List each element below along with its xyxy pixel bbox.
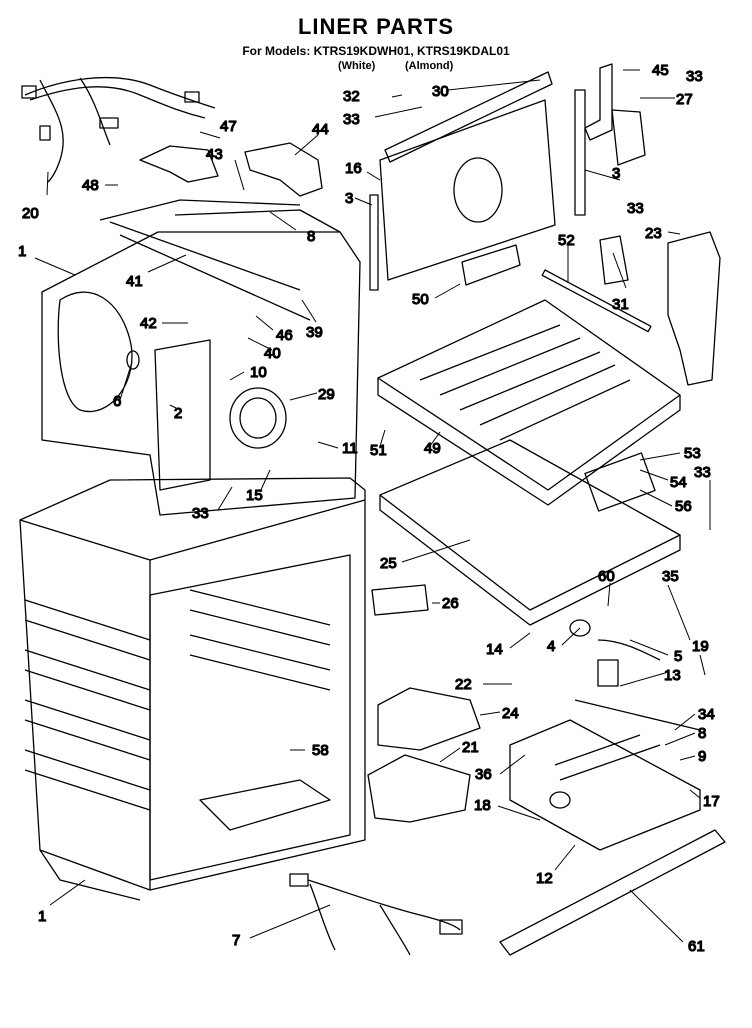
callout-39: 39 <box>306 324 323 341</box>
callout-7: 7 <box>232 932 240 949</box>
rail-61 <box>499 829 726 956</box>
callout-21: 21 <box>462 739 479 756</box>
lower-shelf <box>379 439 681 626</box>
wire-harness-lower <box>289 873 463 956</box>
wire-harness-upper <box>21 76 216 183</box>
callout-25: 25 <box>380 555 397 572</box>
callout-56: 56 <box>675 498 692 515</box>
tray-21 <box>367 754 471 823</box>
callout-27: 27 <box>676 91 693 108</box>
callout-49: 49 <box>424 440 441 457</box>
callout-8: 8 <box>698 725 706 742</box>
callout-4: 4 <box>547 638 555 655</box>
callout-3: 3 <box>345 190 353 207</box>
callout-58: 58 <box>312 742 329 759</box>
dispenser-assembly <box>509 619 701 851</box>
callout-52: 52 <box>558 232 575 249</box>
callout-33: 33 <box>192 505 209 522</box>
callout-2: 2 <box>174 405 182 422</box>
callout-3: 3 <box>612 165 620 182</box>
variant-white: (White) <box>338 60 376 72</box>
upper-liner-housing <box>41 199 361 516</box>
callout-47: 47 <box>220 118 237 135</box>
part-47-panel <box>139 145 219 183</box>
callout-50: 50 <box>412 291 429 308</box>
callout-15: 15 <box>246 487 263 504</box>
callout-51: 51 <box>370 442 387 459</box>
callout-34: 34 <box>698 706 715 723</box>
callout-46: 46 <box>276 327 293 344</box>
part-50 <box>461 244 521 286</box>
model-numbers: For Models: KTRS19KDWH01, KTRS19KDAL01 <box>242 44 510 58</box>
callout-10: 10 <box>250 364 267 381</box>
callout-24: 24 <box>502 705 519 722</box>
callout-11: 11 <box>342 440 358 457</box>
callout-33: 33 <box>694 464 711 481</box>
callout-33: 33 <box>627 200 644 217</box>
part-44-panel <box>244 142 323 197</box>
callout-18: 18 <box>474 797 491 814</box>
callout-61: 61 <box>688 938 705 955</box>
callout-26: 26 <box>442 595 459 612</box>
callout-30: 30 <box>432 83 449 100</box>
callout-31: 31 <box>612 296 629 313</box>
tray-24 <box>377 687 481 751</box>
callout-labels: 45 33 32 30 27 33 47 44 43 16 3 3 33 48 … <box>17 61 720 955</box>
bracket-27 <box>574 63 646 216</box>
callout-1: 1 <box>38 908 46 925</box>
callout-9: 9 <box>698 748 706 765</box>
crisper-pan <box>377 299 681 506</box>
diagram-title: LINER PARTS <box>297 14 455 39</box>
callout-32: 32 <box>343 88 360 105</box>
callout-54: 54 <box>670 474 687 491</box>
part-31 <box>599 235 629 285</box>
fresh-food-liner <box>19 477 366 901</box>
callout-41: 41 <box>126 273 143 290</box>
callout-19: 19 <box>692 638 709 655</box>
callout-17: 17 <box>703 793 720 810</box>
callout-44: 44 <box>312 121 329 138</box>
callout-35: 35 <box>662 568 679 585</box>
callout-1: 1 <box>18 243 26 260</box>
callout-45: 45 <box>652 62 669 79</box>
callout-42: 42 <box>140 315 157 332</box>
leader-lines <box>34 69 711 943</box>
rod-52 <box>541 269 652 333</box>
callout-40: 40 <box>264 345 281 362</box>
air-duct <box>667 231 721 386</box>
callout-29: 29 <box>318 386 335 403</box>
callout-20: 20 <box>22 205 39 222</box>
callout-22: 22 <box>455 676 472 693</box>
callout-13: 13 <box>664 667 681 684</box>
callout-14: 14 <box>486 641 503 658</box>
callout-60: 60 <box>598 568 615 585</box>
callout-48: 48 <box>82 177 99 194</box>
part-26 <box>371 584 429 616</box>
callout-53: 53 <box>684 445 701 462</box>
variant-almond: (Almond) <box>405 60 454 72</box>
callout-5: 5 <box>674 648 682 665</box>
callout-8: 8 <box>307 228 315 245</box>
callout-16: 16 <box>345 160 362 177</box>
callout-33: 33 <box>343 111 360 128</box>
rear-panel <box>369 71 556 291</box>
callout-23: 23 <box>645 225 662 242</box>
callout-12: 12 <box>536 870 553 887</box>
callout-33: 33 <box>686 68 703 85</box>
callout-6: 6 <box>113 393 121 410</box>
callout-43: 43 <box>206 146 223 163</box>
callout-36: 36 <box>475 766 492 783</box>
